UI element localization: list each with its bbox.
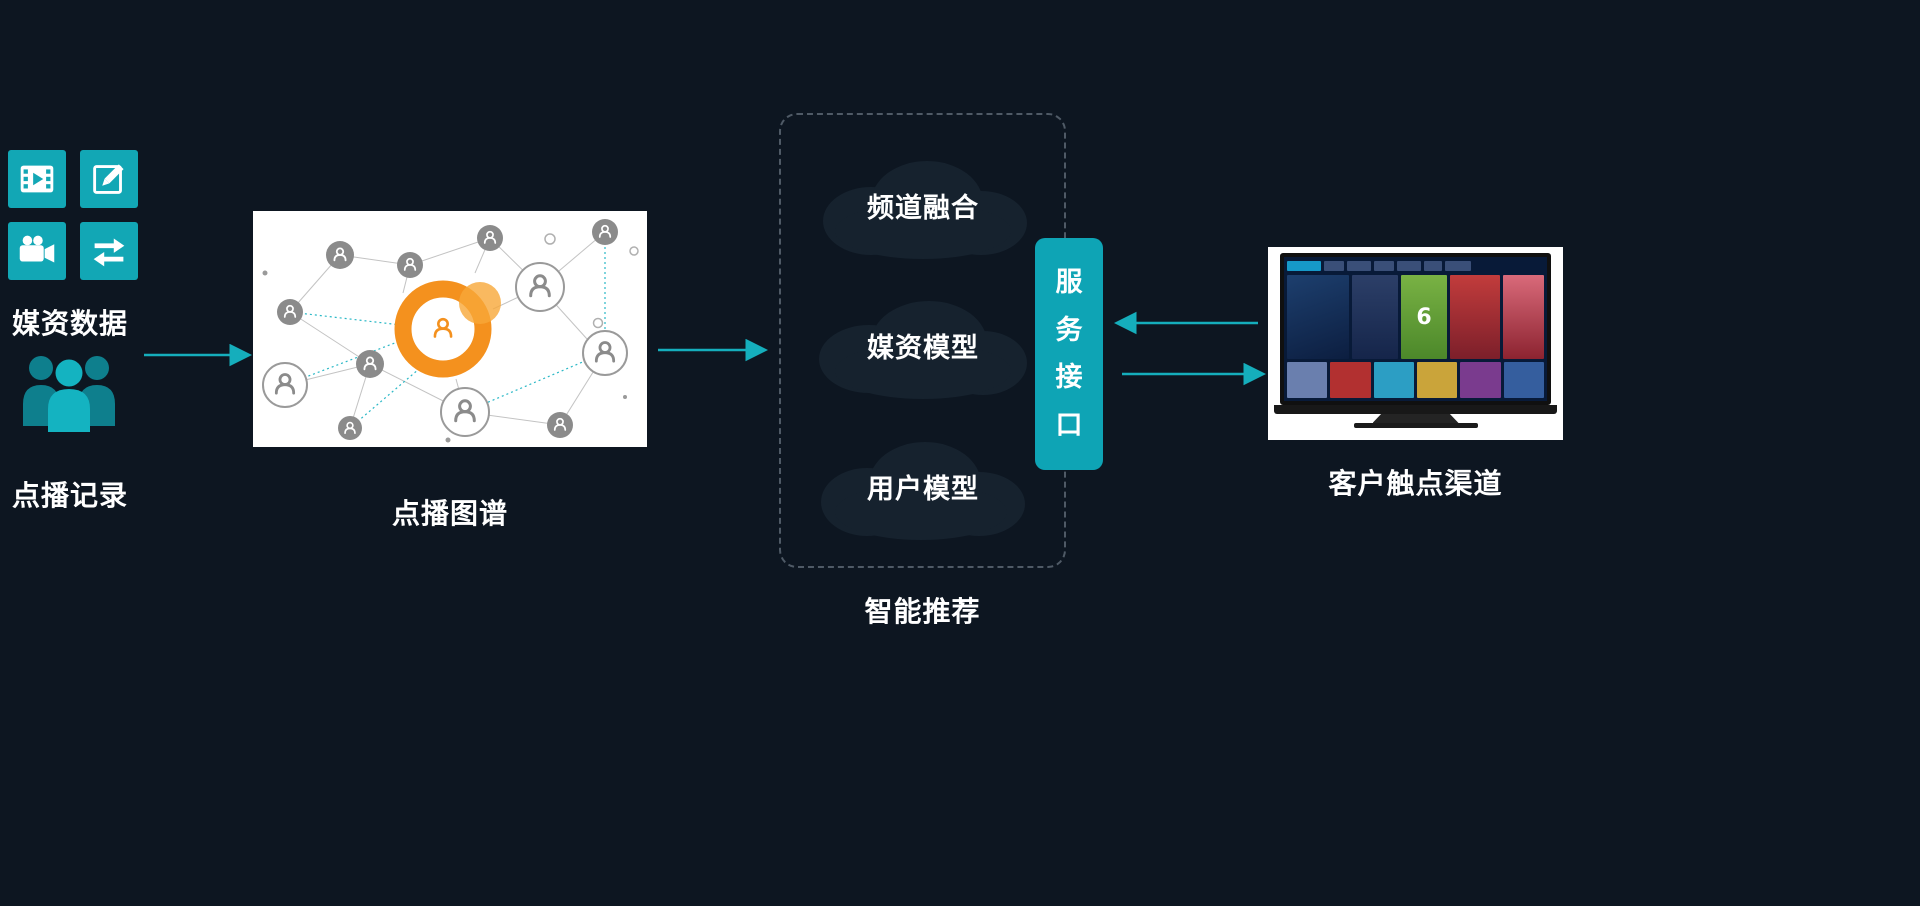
tv-stand (1372, 414, 1459, 423)
tv-nav-item (1397, 261, 1421, 271)
service-char: 接 (1055, 362, 1083, 394)
cloud-shape (819, 301, 1027, 399)
tv-nav-item (1374, 261, 1394, 271)
channel-label: 客户触点渠道 (1328, 467, 1503, 500)
tv-screen: 6 (1280, 253, 1551, 405)
edit-pencil-icon (80, 150, 138, 208)
tv-thumbnail (1330, 362, 1371, 398)
arrow-sources-to-graph (144, 343, 252, 367)
media-source-icons (8, 150, 138, 280)
tv-nav-item (1347, 261, 1371, 271)
tv-nav-item (1424, 261, 1442, 271)
arrow-tv-to-service (1114, 311, 1258, 335)
tv-poster-row: 6 (1287, 275, 1544, 359)
video-film-icon (8, 150, 66, 208)
cloud-channel-fusion-label: 频道融合 (867, 192, 979, 224)
network-graph (262, 219, 639, 443)
cloud-shape (823, 161, 1027, 259)
tv-base (1274, 405, 1557, 414)
cloud-media-model-label: 媒资模型 (867, 332, 979, 364)
tv-nav-item (1287, 261, 1321, 271)
users-group-icon (14, 352, 124, 436)
recommendation-group: 频道融合 媒资模型 用户模型 (779, 113, 1066, 568)
vod-records-label: 点播记录 (12, 479, 129, 512)
arrow-graph-to-recommendation (658, 338, 768, 362)
tv-poster (1450, 275, 1500, 359)
tv-thumbnail (1503, 362, 1544, 398)
media-data-label: 媒资数据 (12, 307, 129, 340)
tv-poster: 6 (1401, 275, 1447, 359)
arrow-service-to-tv (1122, 362, 1266, 386)
cloud-user-model-label: 用户模型 (867, 473, 979, 505)
cloud-shape (821, 442, 1025, 540)
tv-poster-badge: 6 (1416, 304, 1432, 330)
transfer-arrows-icon (80, 222, 138, 280)
recommendation-label: 智能推荐 (864, 595, 981, 628)
tv-thumbnail (1460, 362, 1501, 398)
tv-thumbnail-row (1287, 362, 1544, 398)
tv-poster (1503, 275, 1544, 359)
cloud-channel-fusion: 频道融合 (803, 145, 1043, 265)
vod-graph-image (253, 211, 647, 447)
tv-nav-item (1324, 261, 1344, 271)
tv-thumbnail (1287, 362, 1328, 398)
tv-poster (1352, 275, 1398, 359)
tv-foot (1353, 423, 1478, 428)
cloud-user-model: 用户模型 (803, 426, 1043, 546)
tv-nav-item (1445, 261, 1471, 271)
service-char: 服 (1055, 266, 1083, 298)
tv-image: 6 (1268, 247, 1563, 440)
vod-graph-label: 点播图谱 (391, 497, 508, 530)
tv-nav-bar (1287, 260, 1544, 272)
tv-poster (1287, 275, 1349, 359)
service-char: 务 (1055, 314, 1083, 346)
tv-thumbnail (1373, 362, 1414, 398)
service-interface-box: 服 务 接 口 (1035, 238, 1103, 470)
cloud-media-model: 媒资模型 (803, 285, 1043, 405)
movie-camera-icon (8, 222, 66, 280)
service-char: 口 (1055, 410, 1083, 442)
tv-thumbnail (1416, 362, 1458, 398)
